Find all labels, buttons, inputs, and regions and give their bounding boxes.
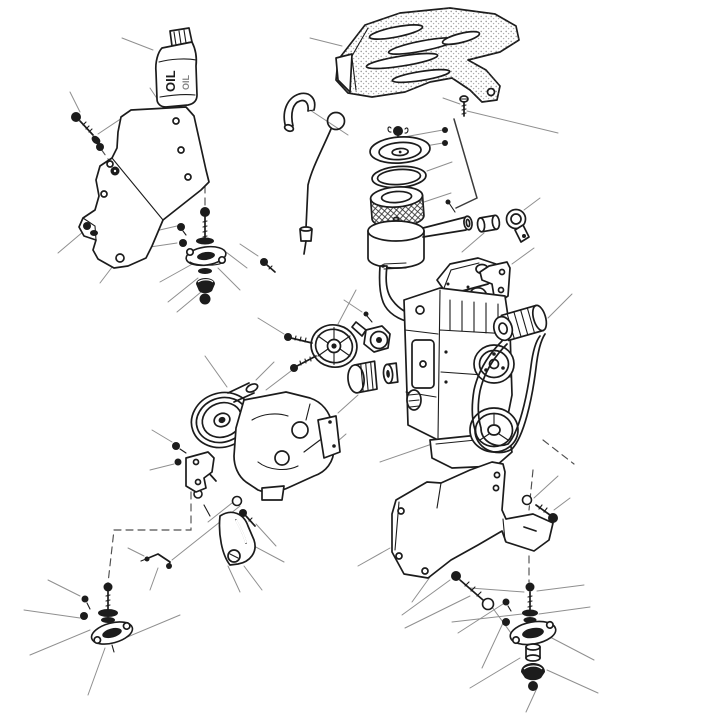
long-bolt	[451, 571, 495, 611]
flange-bolt	[521, 494, 558, 523]
left-mounting-bracket	[71, 106, 210, 269]
rear-right-engine-mount	[502, 582, 557, 691]
mount-bush	[525, 643, 541, 662]
drive-belt	[471, 333, 546, 454]
pump-inlet-stub	[227, 382, 259, 403]
bracket-lower-fasteners	[83, 222, 98, 236]
inlet-sleeve	[476, 214, 501, 233]
shield-screw	[459, 95, 469, 117]
pump-body	[233, 391, 341, 501]
right-mounting-bracket	[391, 461, 554, 579]
crank-spacers	[347, 360, 399, 394]
air-cleaner-cover	[369, 136, 431, 164]
spring-clip	[140, 553, 172, 569]
air-filter-element	[369, 186, 425, 228]
dipstick	[299, 111, 346, 255]
clamp-eye	[505, 208, 530, 243]
left-engine-mount	[177, 207, 227, 305]
fan-studs	[284, 333, 317, 372]
cylinder-block	[403, 287, 513, 469]
water-pump-assembly	[190, 382, 341, 527]
shield-louvres	[365, 24, 481, 84]
engine-assembly	[403, 257, 548, 469]
crank-pulley	[469, 407, 519, 453]
clamp-bolt	[260, 258, 276, 273]
bracket-bolt	[71, 112, 104, 151]
housing-inlet-tube	[422, 215, 473, 238]
air-cleaner-housing	[367, 215, 473, 269]
oil-label-side: OIL	[181, 74, 191, 90]
adjuster-arm	[218, 511, 256, 566]
air-cleaner	[367, 126, 530, 269]
bracket-nut	[110, 166, 120, 176]
rear-left-engine-mount	[80, 582, 134, 653]
fuel-pump	[351, 311, 391, 353]
air-cleaner-gasket	[371, 165, 427, 189]
exhaust-heat-shield	[335, 7, 520, 103]
fan-pulley	[284, 324, 358, 372]
small-bracket	[172, 442, 215, 493]
element-stud	[445, 199, 456, 213]
mount-side-bolt	[177, 223, 187, 247]
oil-bottle: OIL OIL	[154, 27, 198, 108]
generator	[492, 304, 548, 342]
hook-pipe	[283, 92, 316, 133]
oil-label: OIL	[163, 70, 178, 92]
fan-spokes	[317, 326, 351, 366]
